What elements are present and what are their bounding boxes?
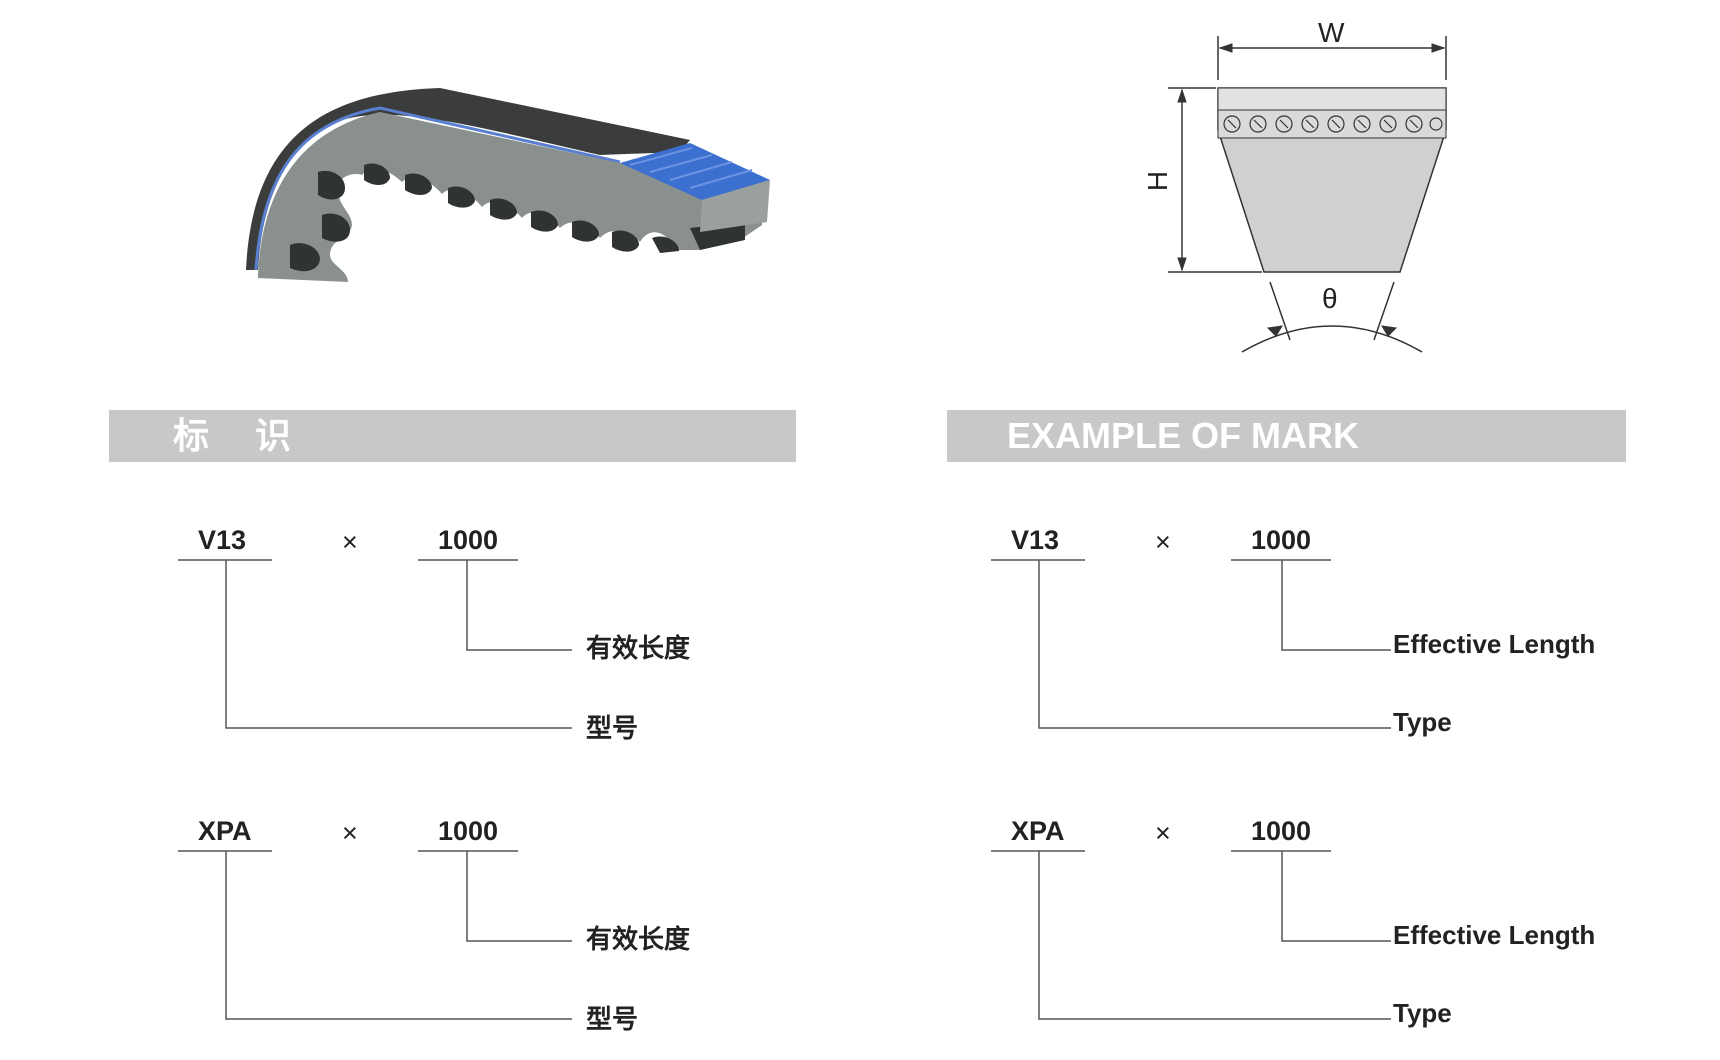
type-label: 型号 [586, 1004, 639, 1034]
belt-cross-section-diagram [1168, 36, 1447, 353]
type-code: V13 [198, 525, 247, 555]
type-label: Type [1393, 998, 1452, 1028]
length-value: 1000 [1251, 525, 1312, 555]
zh-section-header: 标 识 [109, 410, 796, 462]
type-code: XPA [1011, 816, 1065, 846]
height-dimension-label: H [1142, 170, 1174, 192]
mark-connector-lines [178, 559, 1391, 1020]
multiply-sign: × [342, 818, 358, 848]
type-label: 型号 [586, 713, 639, 743]
length-label: 有效长度 [586, 633, 691, 663]
length-value: 1000 [438, 816, 499, 846]
length-value: 1000 [438, 525, 499, 555]
type-code: XPA [198, 816, 252, 846]
cogged-belt-illustration [246, 88, 770, 282]
en-section-title: EXAMPLE OF MARK [1007, 415, 1360, 456]
type-code: V13 [1011, 525, 1060, 555]
length-label: Effective Length [1393, 920, 1596, 950]
length-label: 有效长度 [586, 924, 691, 954]
en-section-header: EXAMPLE OF MARK [947, 410, 1626, 462]
zh-section-title: 标 识 [173, 415, 310, 456]
multiply-sign: × [342, 527, 358, 557]
type-label: Type [1393, 707, 1452, 737]
multiply-sign: × [1155, 527, 1171, 557]
angle-dimension-label: θ [1322, 283, 1338, 314]
width-dimension-label: W [1318, 17, 1345, 48]
multiply-sign: × [1155, 818, 1171, 848]
length-label: Effective Length [1393, 629, 1596, 659]
length-value: 1000 [1251, 816, 1312, 846]
